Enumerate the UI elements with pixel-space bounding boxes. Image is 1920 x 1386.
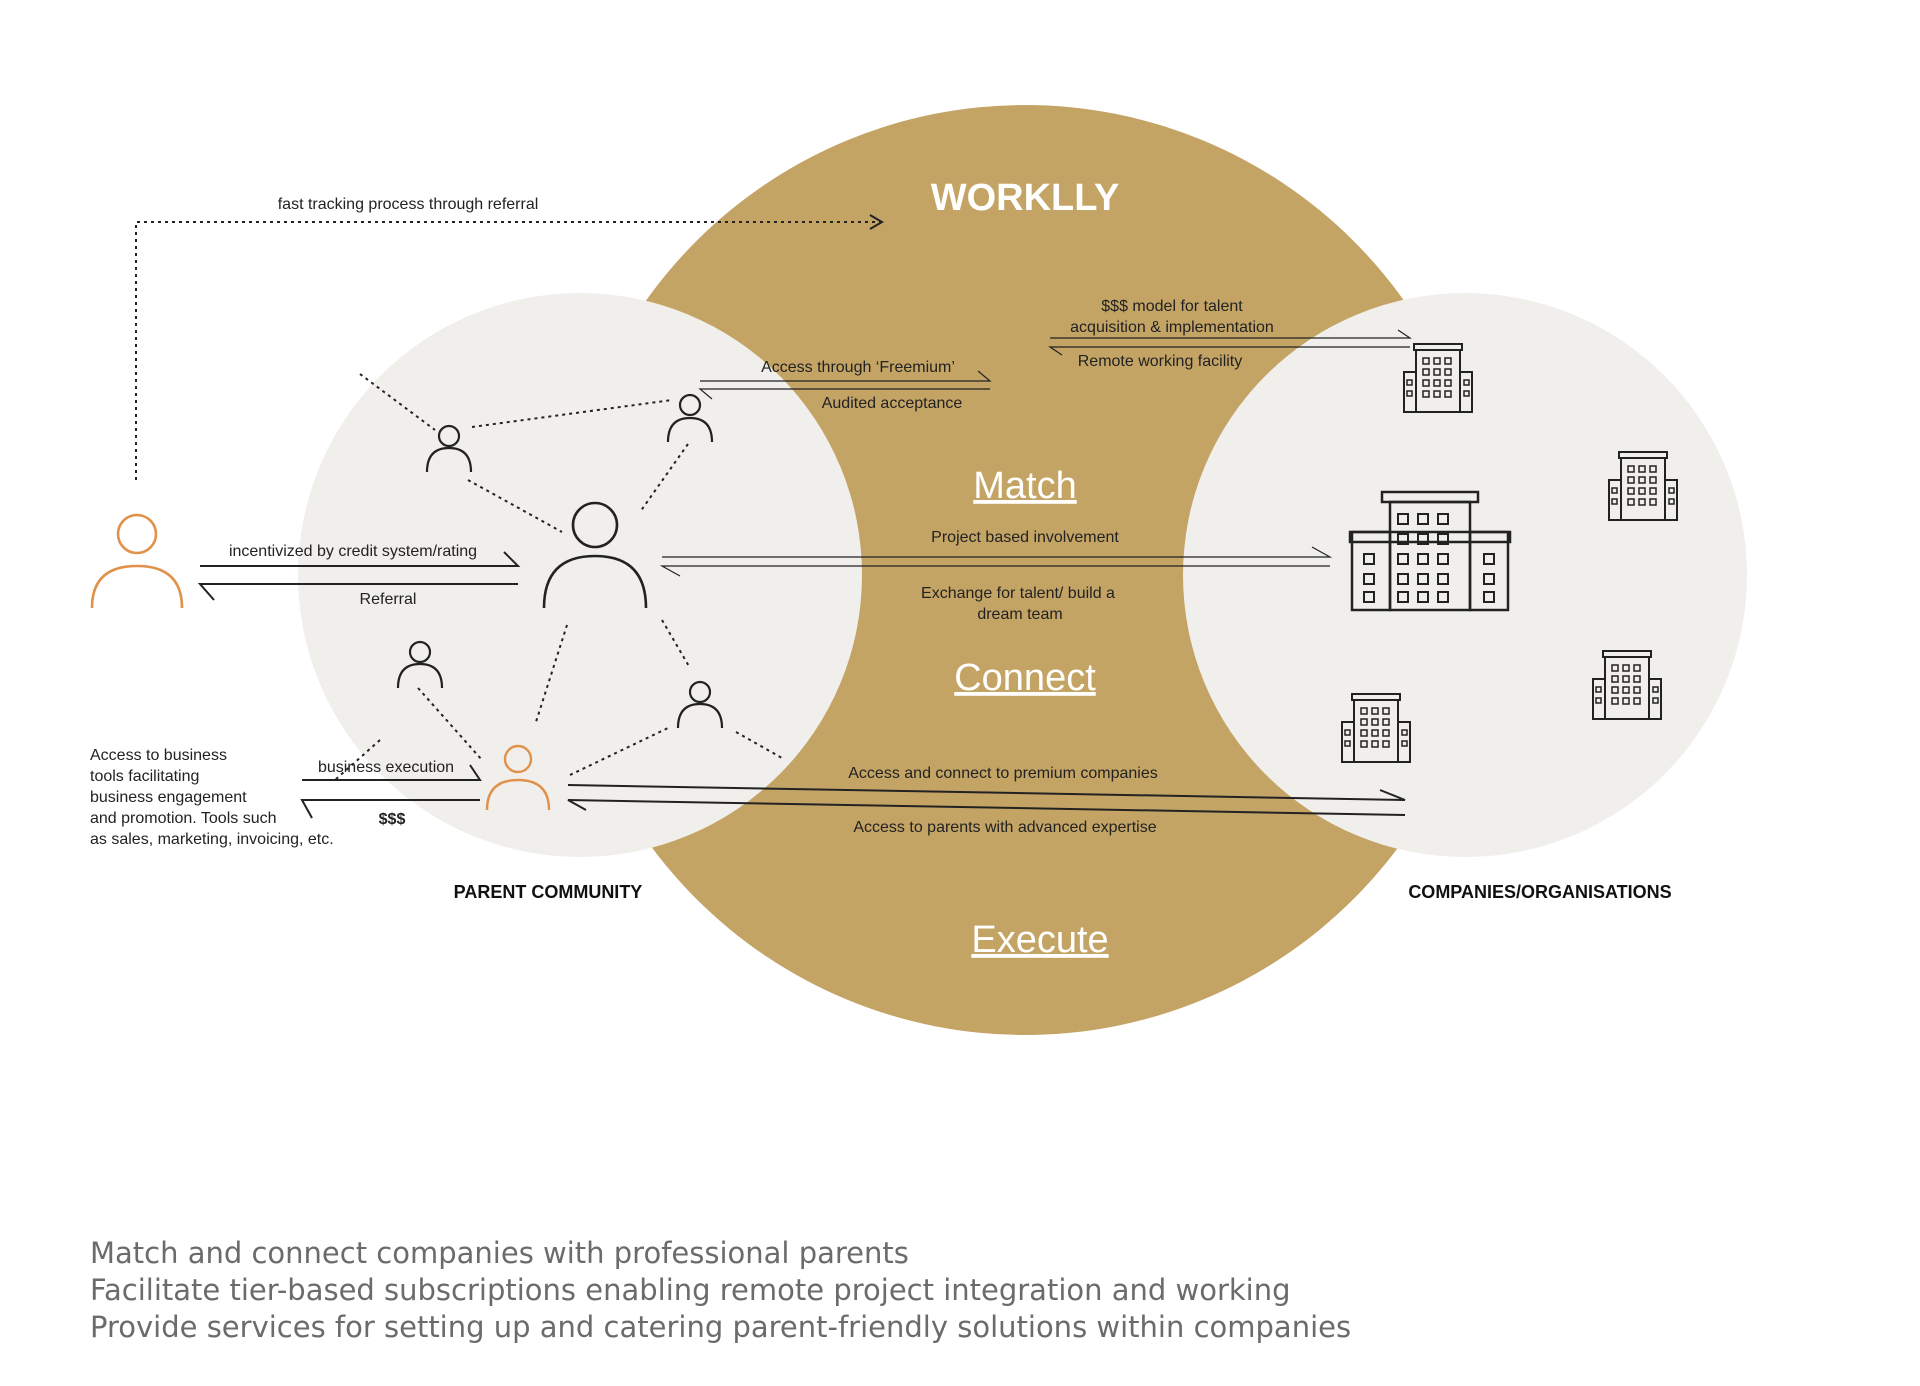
premium-label: Access and connect to premium companies xyxy=(848,765,1157,782)
fast-tracking-connector xyxy=(135,221,880,480)
footer-line: Match and connect companies with profess… xyxy=(90,1236,909,1270)
tools-line: business engagement xyxy=(90,789,247,806)
model-label-line2: acquisition & implementation xyxy=(1070,319,1274,336)
footer-line: Provide services for setting up and cate… xyxy=(90,1310,1352,1344)
person-small-icon xyxy=(666,393,714,443)
person-large-icon xyxy=(542,501,648,609)
tools-line: tools facilitating xyxy=(90,768,199,785)
entrepreneur-person-icon xyxy=(485,744,551,811)
referral-label: Referral xyxy=(360,591,417,608)
connect-word: Connect xyxy=(954,657,1096,699)
person-small-icon xyxy=(425,424,473,473)
match-word: Match xyxy=(973,465,1076,507)
building-large-icon xyxy=(1348,490,1512,612)
audited-label: Audited acceptance xyxy=(822,395,963,412)
parent-community-label: PARENT COMMUNITY xyxy=(454,882,643,902)
parents-label: Access to parents with advanced expertis… xyxy=(853,819,1156,836)
tools-line: Access to business xyxy=(90,747,227,764)
execute-word: Execute xyxy=(971,919,1108,961)
tools-line: as sales, marketing, invoicing, etc. xyxy=(90,831,334,848)
project-label: Project based involvement xyxy=(931,529,1119,546)
fast-tracking-label: fast tracking process through referral xyxy=(278,196,539,213)
fast-tracking-arrowhead xyxy=(869,214,884,230)
model-label-line1: $$$ model for talent xyxy=(1101,298,1243,315)
remote-label: Remote working facility xyxy=(1078,353,1243,370)
exchange-label-line1: Exchange for talent/ build a xyxy=(921,585,1115,602)
freemium-label: Access through ‘Freemium’ xyxy=(761,359,955,376)
arrows xyxy=(197,329,1412,819)
incentivized-label: incentivized by credit system/rating xyxy=(229,543,477,560)
exchange-label-line2: dream team xyxy=(977,606,1062,623)
footer-line: Facilitate tier-based subscriptions enab… xyxy=(90,1273,1291,1307)
companies-label: COMPANIES/ORGANISATIONS xyxy=(1408,882,1671,902)
companies-circle xyxy=(1183,293,1747,857)
worklly-title: WORKLLY xyxy=(931,177,1120,219)
business-execution-label: business execution xyxy=(318,759,454,776)
tools-line: and promotion. Tools such xyxy=(90,810,276,827)
footer-statements: Match and connect companies with profess… xyxy=(90,1235,1351,1346)
person-small-icon xyxy=(676,680,724,729)
referrer-person-icon xyxy=(90,513,184,609)
person-small-icon xyxy=(396,640,444,689)
money-label: $$$ xyxy=(379,811,406,828)
tools-description: Access to business tools facilitating bu… xyxy=(90,747,334,848)
network-links xyxy=(334,373,783,781)
